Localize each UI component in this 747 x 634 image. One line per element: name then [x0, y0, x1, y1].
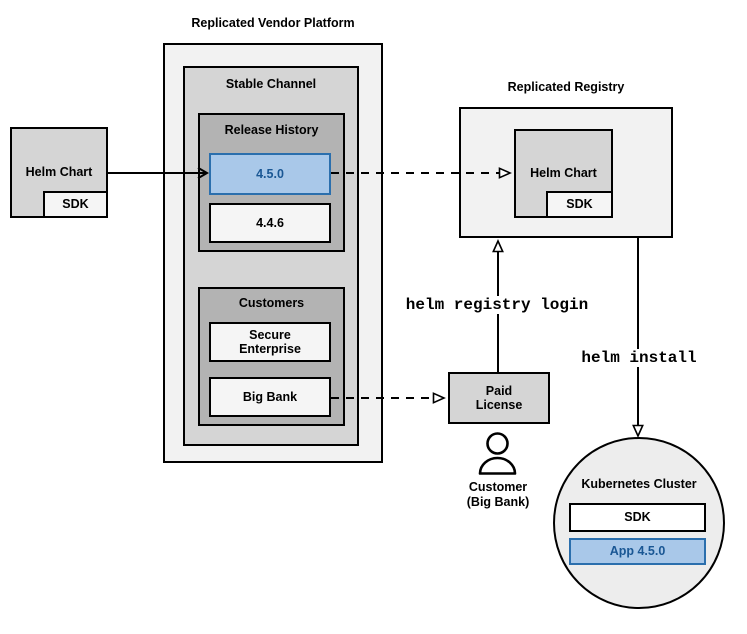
registry-sdk: SDK	[546, 191, 613, 218]
customer-big-bank: Big Bank	[209, 377, 331, 417]
cluster-app-label: App 4.5.0	[609, 544, 666, 559]
release-4-4-6: 4.4.6	[209, 203, 331, 243]
release-4-4-6-label: 4.4.6	[256, 215, 284, 230]
registry-helm-chart-label: Helm Chart	[530, 166, 597, 181]
paid-license-label: Paid License	[475, 383, 523, 412]
kubernetes-cluster-title: Kubernetes Cluster	[581, 477, 697, 491]
release-history-title: Release History	[224, 123, 319, 137]
customer-person-icon	[478, 432, 517, 475]
command-helm-install: helm install	[564, 349, 714, 367]
cluster-app: App 4.5.0	[569, 538, 706, 565]
paid-license: Paid License	[448, 372, 550, 424]
registry-title: Replicated Registry	[507, 80, 625, 94]
customers-title: Customers	[238, 296, 305, 310]
customer-secure-enterprise-label: Secure Enterprise	[239, 327, 301, 356]
stable-channel-title: Stable Channel	[225, 77, 317, 91]
vendor-platform-title: Replicated Vendor Platform	[191, 16, 355, 30]
source-sdk-label: SDK	[62, 197, 89, 212]
customer-big-bank-label: Big Bank	[242, 389, 298, 404]
source-sdk: SDK	[43, 191, 108, 218]
release-4-5-0-label: 4.5.0	[256, 166, 284, 181]
cluster-sdk-label: SDK	[624, 510, 651, 525]
registry-sdk-label: SDK	[566, 197, 593, 212]
source-helm-chart-label: Helm Chart	[25, 165, 93, 180]
cluster-sdk: SDK	[569, 503, 706, 532]
command-helm-registry-login: helm registry login	[397, 296, 597, 314]
release-4-5-0: 4.5.0	[209, 153, 331, 195]
customer-caption: Customer (Big Bank)	[466, 480, 530, 509]
customer-secure-enterprise: Secure Enterprise	[209, 322, 331, 362]
